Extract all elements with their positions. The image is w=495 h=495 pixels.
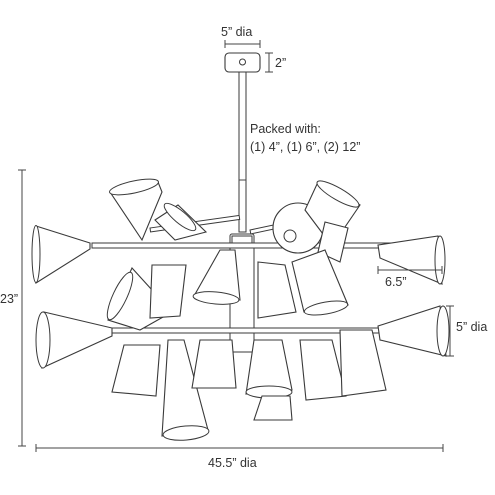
packed-with-title: Packed with: bbox=[250, 122, 321, 136]
shade-dia-label: 5” dia bbox=[456, 320, 487, 334]
shade-left-lower bbox=[35, 311, 113, 369]
shades bbox=[31, 178, 450, 441]
canopy-height-label: 2” bbox=[275, 56, 286, 70]
shade-lower-right-1 bbox=[299, 339, 347, 401]
shade-upper-left-1 bbox=[109, 178, 163, 242]
canopy-height-dimension bbox=[265, 52, 273, 73]
overall-dia-dimension bbox=[35, 444, 444, 452]
canopy-dia-label: 5” dia bbox=[221, 25, 252, 39]
down-rod bbox=[238, 71, 247, 233]
packed-with-rods: (1) 4”, (1) 6”, (2) 12” bbox=[250, 140, 360, 154]
overall-height-dimension bbox=[18, 169, 26, 447]
overall-dia-label: 45.5” dia bbox=[208, 456, 257, 470]
overall-height-label: 23” bbox=[0, 292, 18, 306]
shade-left-upper bbox=[31, 225, 91, 284]
shade-mid-right-2 bbox=[291, 249, 349, 316]
shade-upper-center bbox=[192, 249, 241, 305]
shade-right-upper bbox=[377, 235, 446, 285]
shade-right-lower bbox=[377, 305, 450, 357]
shade-lower-center-1 bbox=[191, 339, 237, 389]
shade-lower-right-2 bbox=[339, 329, 387, 397]
shade-length-label: 6.5” bbox=[385, 275, 407, 289]
shade-lower-center-2 bbox=[245, 339, 293, 399]
shade-lower-left-2 bbox=[161, 339, 210, 441]
shade-mid-right-1 bbox=[257, 261, 297, 319]
shade-lower-center-3 bbox=[253, 395, 293, 421]
shade-mid-left-2 bbox=[149, 264, 187, 319]
canopy-dia-dimension bbox=[224, 40, 261, 48]
shade-length-dimension bbox=[377, 266, 443, 274]
shade-lower-left-1 bbox=[111, 344, 161, 397]
shade-dia-dimension bbox=[446, 305, 454, 357]
shade-upper-left-2 bbox=[154, 202, 208, 241]
canopy bbox=[224, 52, 261, 73]
